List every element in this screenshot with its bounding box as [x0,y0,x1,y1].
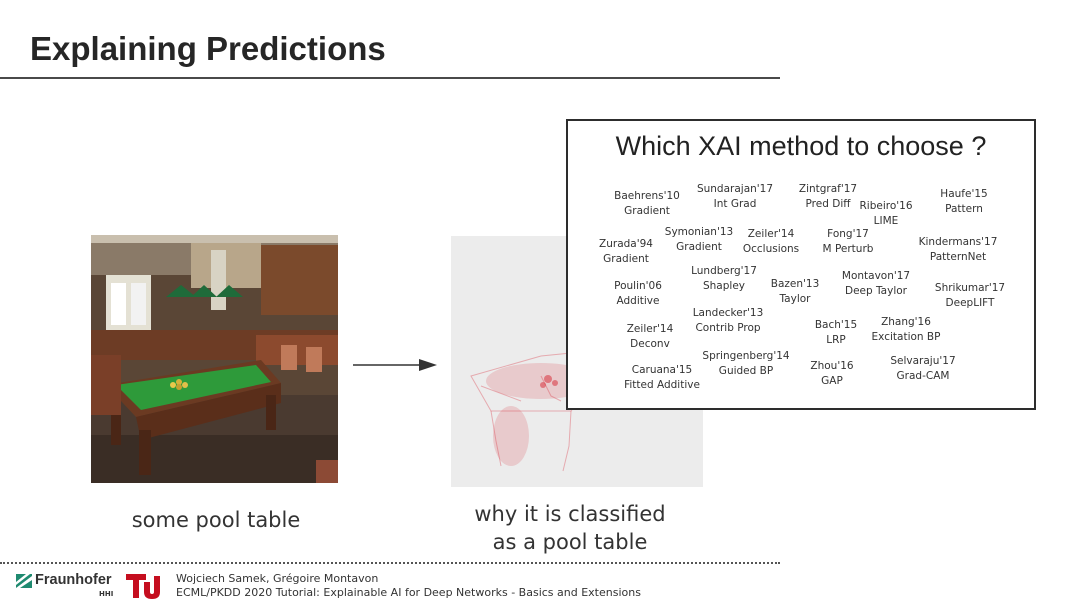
xai-methods-panel: Which XAI method to choose ? Baehrens'10… [566,119,1036,410]
tu-berlin-logo-icon [124,572,162,600]
pool-table-photo [91,235,338,483]
footer-event: ECML/PKDD 2020 Tutorial: Explainable AI … [176,586,641,599]
footer-authors: Wojciech Samek, Grégoire Montavon [176,572,379,585]
fraunhofer-logo-icon [16,574,32,588]
caption-left: some pool table [131,508,301,532]
slide-title: Explaining Predictions [30,30,386,67]
caption-right-line2: as a pool table [492,530,648,554]
title-underline [0,77,780,79]
caption-right: why it is classified as a pool table [440,500,700,556]
xai-panel-title: Which XAI method to choose ? [615,131,987,161]
fraunhofer-logo: Fraunhofer HHI [16,572,116,602]
footer-divider [0,562,780,564]
caption-right-line1: why it is classified [474,502,666,526]
arrow-right-icon [353,359,437,371]
fraunhofer-sub: HHI [99,590,114,598]
fraunhofer-name: Fraunhofer [35,572,112,588]
